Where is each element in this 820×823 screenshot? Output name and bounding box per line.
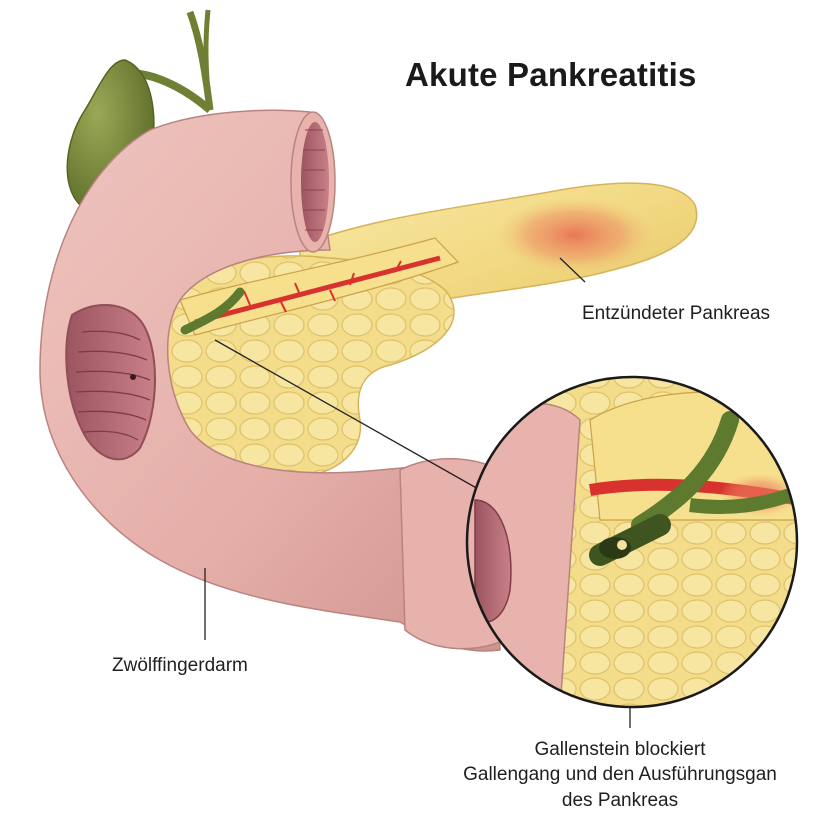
inflamed-pancreas-label: Entzündeter Pankreas — [582, 303, 770, 325]
gallstone — [617, 540, 627, 550]
page-title: Akute Pankreatitis — [405, 56, 697, 94]
duodenum-label: Zwölffingerdarm — [112, 655, 248, 677]
inflamed-area — [495, 197, 655, 273]
gallstone-label-line: des Pankreas — [410, 788, 820, 813]
gallstone-label-line: Gallenstein blockiert — [410, 737, 820, 762]
gallstone-label: Gallenstein blockiert Gallengang und den… — [410, 737, 820, 813]
magnifier-detail — [460, 370, 820, 710]
gallstone-label-line: Gallengang und den Ausführungsgan — [410, 762, 820, 787]
